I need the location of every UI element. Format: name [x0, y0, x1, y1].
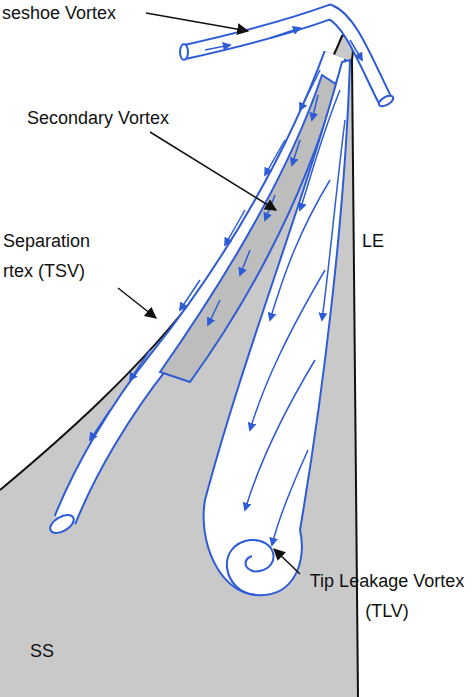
callout-label: Tip Leakage Vortex (TLV) [304, 566, 470, 626]
tlv-sheet [204, 60, 350, 595]
tlv-curl [227, 540, 274, 595]
tsv-tube-end [47, 511, 77, 536]
callout-label: SS [30, 636, 80, 666]
horseshoe-end [377, 94, 395, 109]
leader-arrows [118, 13, 300, 574]
callout-label: Secondary Vortex [27, 103, 217, 133]
callout-label: LE [362, 226, 402, 256]
callout-label: Separation rtex (TSV) [3, 226, 121, 286]
blade-surface [0, 35, 358, 697]
flow-arrows [90, 28, 362, 545]
horseshoe-end [180, 44, 188, 60]
callout-label: seshoe Vortex [2, 0, 152, 28]
blade-tip-edge [0, 35, 358, 697]
